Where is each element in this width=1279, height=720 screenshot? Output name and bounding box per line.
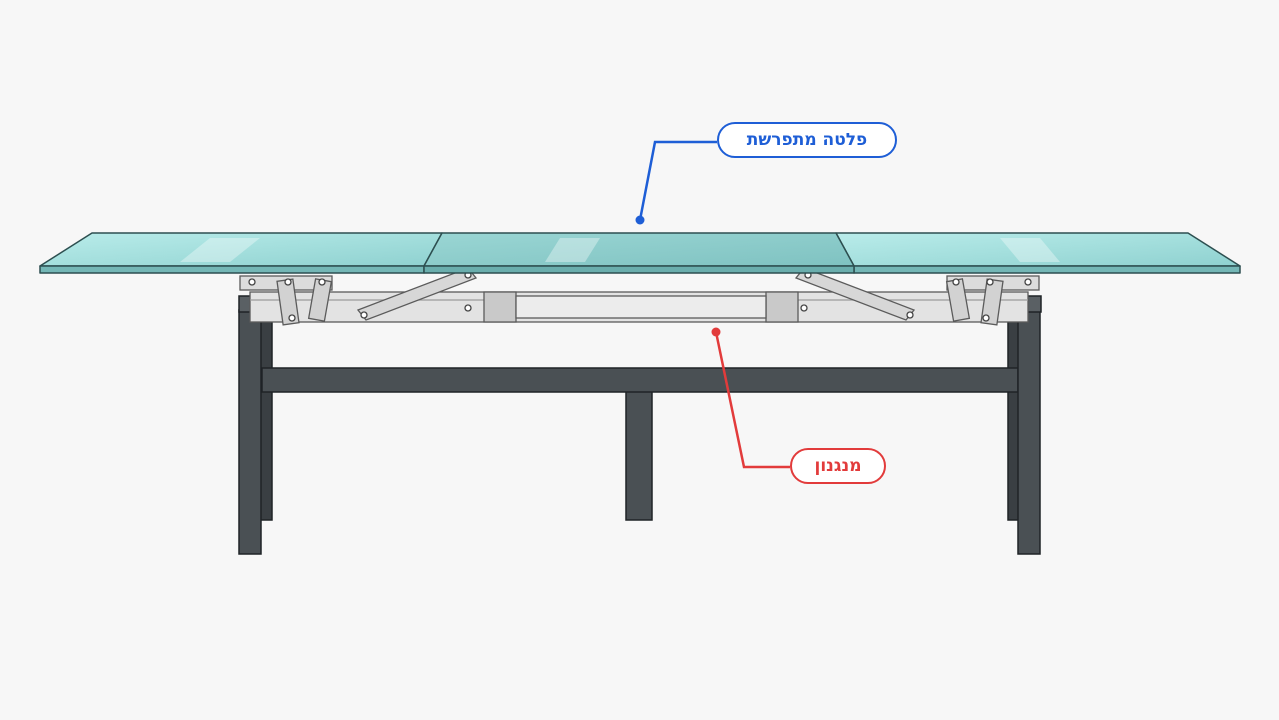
callout-label-extending-top: פלטה מתפרשת: [717, 122, 897, 158]
mechanism-slider-left: [483, 291, 517, 323]
leader-dot-top-icon: [635, 215, 645, 225]
arm-right: [794, 267, 916, 321]
back-leg-left: [259, 309, 273, 521]
glass-center-panel: [423, 232, 855, 267]
glass-top: [39, 232, 1241, 274]
mechanism-inner-rail: [515, 295, 767, 319]
lower-stretcher: [261, 367, 1019, 393]
center-leg: [625, 387, 653, 521]
glass-leaf-left-edge: [39, 265, 425, 274]
mechanism: [239, 267, 1040, 326]
table-base-frame: [238, 295, 1042, 555]
glass-center-edge: [423, 265, 855, 274]
leader-dot-mechanism-icon: [711, 327, 721, 337]
mechanism-slider-right: [765, 291, 799, 323]
front-leg-right: [1017, 309, 1041, 555]
callout-mechanism-leader: [711, 327, 790, 469]
callout-label-mechanism: מנגנון: [790, 448, 886, 484]
glass-leaf-right-edge: [853, 265, 1241, 274]
callout-top-leader: [635, 140, 717, 225]
front-leg-left: [238, 309, 262, 555]
